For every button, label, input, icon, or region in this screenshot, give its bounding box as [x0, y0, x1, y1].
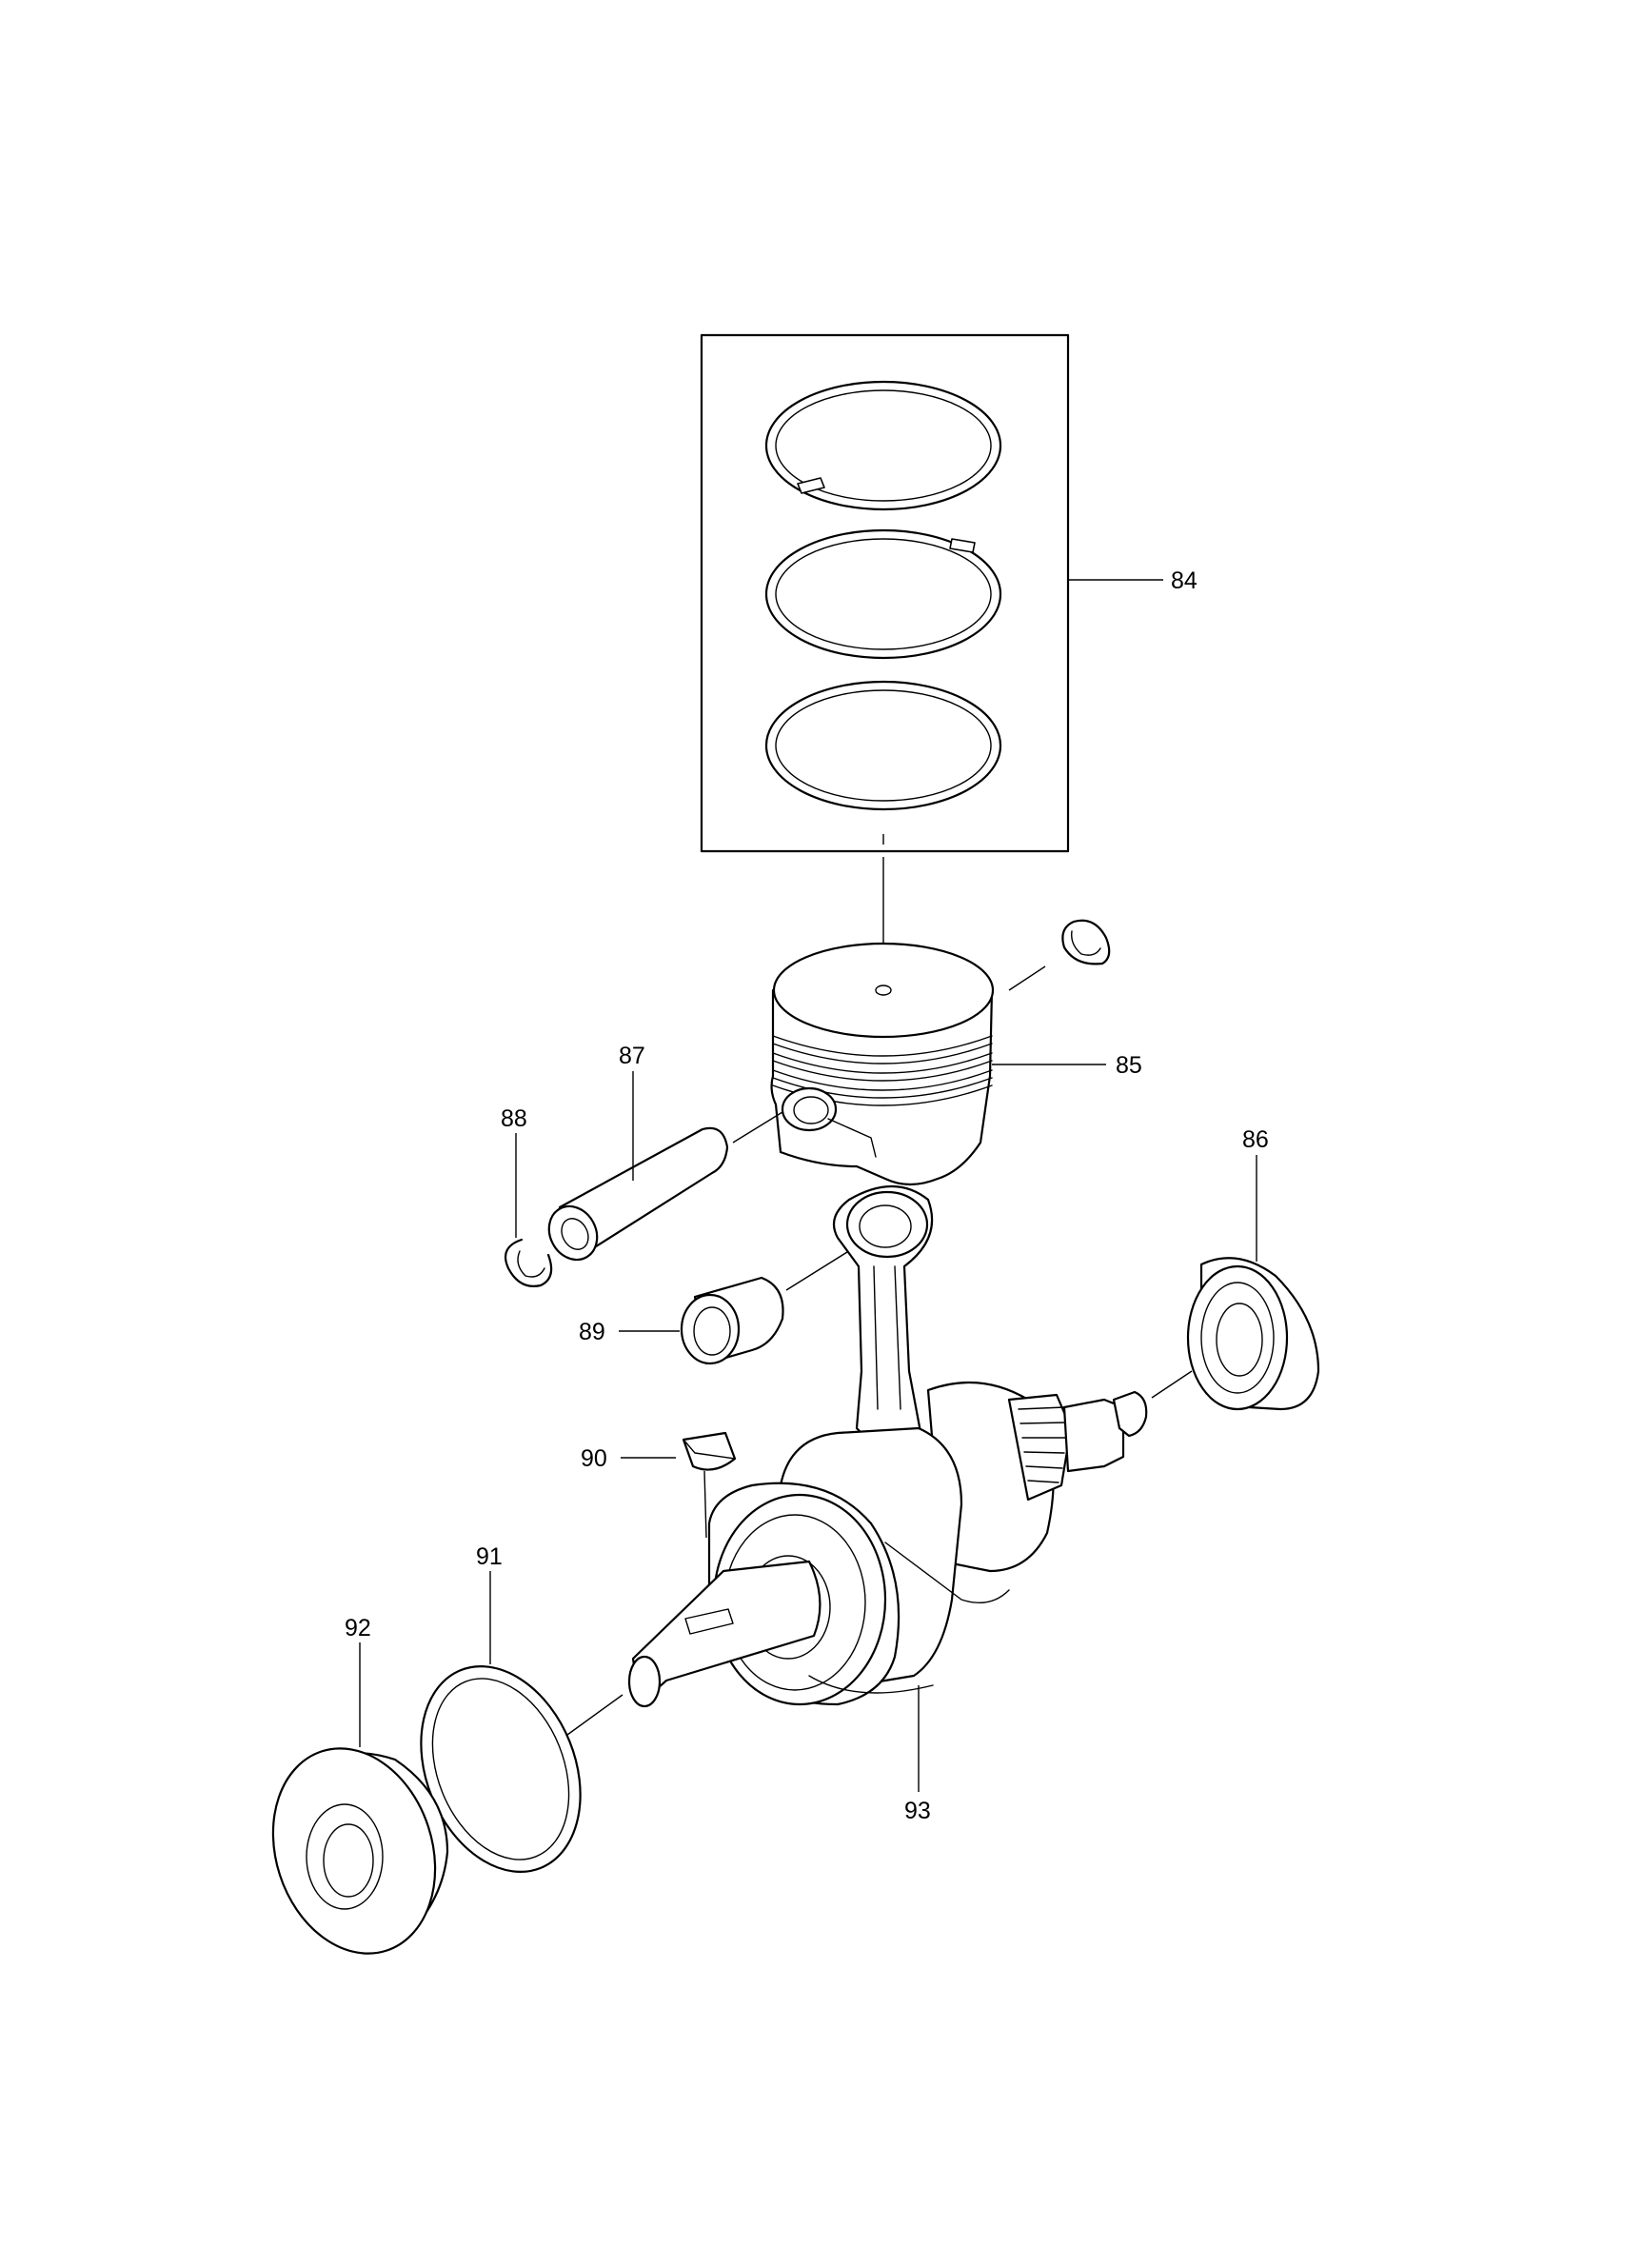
- piston-ring-oil: [764, 680, 1002, 811]
- needle-bearing: [680, 1276, 784, 1365]
- callout-89: 89: [579, 1319, 605, 1345]
- callout-88: 88: [501, 1105, 527, 1132]
- callout-92: 92: [345, 1615, 371, 1641]
- ring-set-box: [700, 333, 1070, 853]
- callout-86: 86: [1242, 1126, 1269, 1153]
- piston: [770, 942, 995, 1186]
- oil-seal-right: [1186, 1257, 1320, 1411]
- callout-87: 87: [619, 1043, 645, 1069]
- callout-84: 84: [1171, 567, 1198, 594]
- crankshaft-assembly: [627, 1184, 1148, 1708]
- callout-90: 90: [581, 1445, 607, 1472]
- oil-seal-left: [271, 1747, 449, 1955]
- callout-93: 93: [904, 1798, 931, 1824]
- piston-pin: [547, 1126, 729, 1262]
- woodruff-key: [682, 1431, 737, 1471]
- piston-ring-set: [700, 333, 1070, 853]
- callout-91: 91: [476, 1543, 503, 1570]
- piston-ring-middle: [764, 528, 1002, 660]
- piston-circlip: [1061, 919, 1111, 965]
- piston-ring-top: [764, 380, 1002, 511]
- piston-pin-circlip: [505, 1238, 553, 1287]
- callout-85: 85: [1116, 1052, 1142, 1079]
